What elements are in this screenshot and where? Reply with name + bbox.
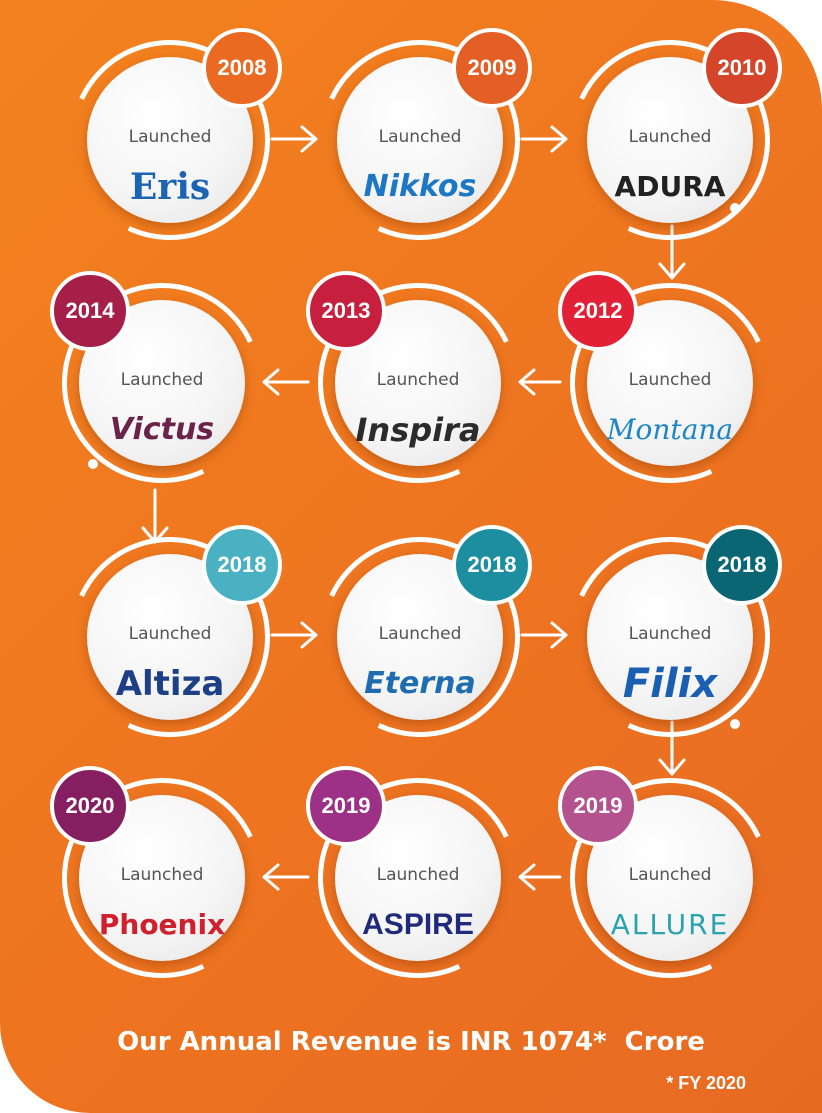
node-montana: Launched Montana 2012 xyxy=(541,254,799,512)
node-inspira: Launched Inspira 2013 xyxy=(289,254,547,512)
brand-logo-montana: Montana xyxy=(606,413,734,446)
path-end-dot xyxy=(730,719,740,729)
launched-label: Launched xyxy=(628,624,712,644)
arrow-down-2 xyxy=(141,488,169,544)
node-disc: Launched Nikkos xyxy=(337,57,503,223)
arrow-left-3 xyxy=(518,863,562,891)
arrow-left-4 xyxy=(262,863,310,891)
year-badge: 2009 xyxy=(452,28,532,108)
arrow-down-1 xyxy=(658,224,686,280)
arrow-left-2 xyxy=(262,368,310,396)
node-disc: Launched Filix xyxy=(587,554,753,720)
year-badge: 2018 xyxy=(202,525,282,605)
year-badge: 2020 xyxy=(50,766,130,846)
path-end-dot xyxy=(730,203,740,213)
year-badge: 2019 xyxy=(558,766,638,846)
node-aspire: Launched ASPIRE 2019 xyxy=(289,749,547,1007)
launched-label: Launched xyxy=(128,624,212,644)
brand-logo-inspira: Inspira xyxy=(355,411,481,449)
revenue-footnote: * FY 2020 xyxy=(666,1073,746,1093)
year-badge: 2012 xyxy=(558,271,638,351)
arrow-right-2 xyxy=(520,125,568,153)
node-altiza: Launched Altiza 2018 xyxy=(41,508,299,766)
brand-logo-eterna: Eterna xyxy=(364,666,476,701)
year-badge: 2014 xyxy=(50,271,130,351)
brand-logo-eris: Eris xyxy=(129,166,211,208)
arrow-right-3 xyxy=(270,621,318,649)
node-phoenix: Launched Phoenix 2020 xyxy=(33,749,291,1007)
year-badge: 2010 xyxy=(702,28,782,108)
brand-logo-victus: Victus xyxy=(109,412,215,447)
brand-logo-nikkos: Nikkos xyxy=(363,169,477,204)
node-victus: Launched Victus 2014 xyxy=(33,254,291,512)
brand-logo-altiza: Altiza xyxy=(115,664,225,704)
launched-label: Launched xyxy=(378,624,462,644)
launched-label: Launched xyxy=(120,370,204,390)
node-adura: Launched ADURA 2010 xyxy=(541,11,799,269)
year-badge: 2008 xyxy=(202,28,282,108)
annual-revenue-text: Our Annual Revenue is INR 1074* Crore xyxy=(117,1027,705,1057)
year-badge: 2013 xyxy=(306,271,386,351)
node-filix: Launched Filix 2018 xyxy=(541,508,799,766)
node-eterna: Launched Eterna 2018 xyxy=(291,508,549,766)
node-disc: Launched Inspira xyxy=(335,300,501,466)
launched-label: Launched xyxy=(628,127,712,147)
brand-logo-filix: Filix xyxy=(622,661,718,707)
arrow-right-1 xyxy=(270,125,318,153)
arrow-left-1 xyxy=(518,368,562,396)
node-eris: Launched Eris 2008 xyxy=(41,11,299,269)
launched-label: Launched xyxy=(628,370,712,390)
brand-logo-adura: ADURA xyxy=(614,170,726,203)
year-badge: 2018 xyxy=(702,525,782,605)
launched-label: Launched xyxy=(376,370,460,390)
arrow-down-3 xyxy=(658,720,686,776)
year-badge: 2018 xyxy=(452,525,532,605)
brand-logo-phoenix: Phoenix xyxy=(98,908,226,941)
launched-label: Launched xyxy=(120,865,204,885)
launched-label: Launched xyxy=(128,127,212,147)
brand-logo-allure: ALLURE xyxy=(610,908,730,941)
node-allure: Launched ALLURE 2019 xyxy=(541,749,799,1007)
launched-label: Launched xyxy=(628,865,712,885)
launched-label: Launched xyxy=(376,865,460,885)
node-nikkos: Launched Nikkos 2009 xyxy=(291,11,549,269)
arrow-right-4 xyxy=(520,621,568,649)
launched-label: Launched xyxy=(378,127,462,147)
brand-logo-aspire: ASPIRE xyxy=(362,908,474,941)
year-badge: 2019 xyxy=(306,766,386,846)
path-end-dot xyxy=(88,459,98,469)
